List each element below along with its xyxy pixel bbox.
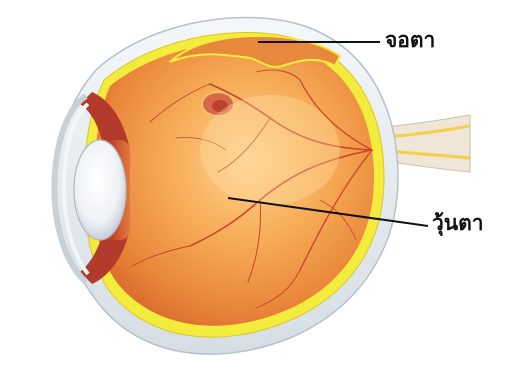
lens [74, 140, 126, 240]
vitreous-highlight [200, 95, 340, 205]
retina-label: จอตา [385, 30, 435, 51]
vitreous-label: วุ้นตา [432, 213, 484, 234]
